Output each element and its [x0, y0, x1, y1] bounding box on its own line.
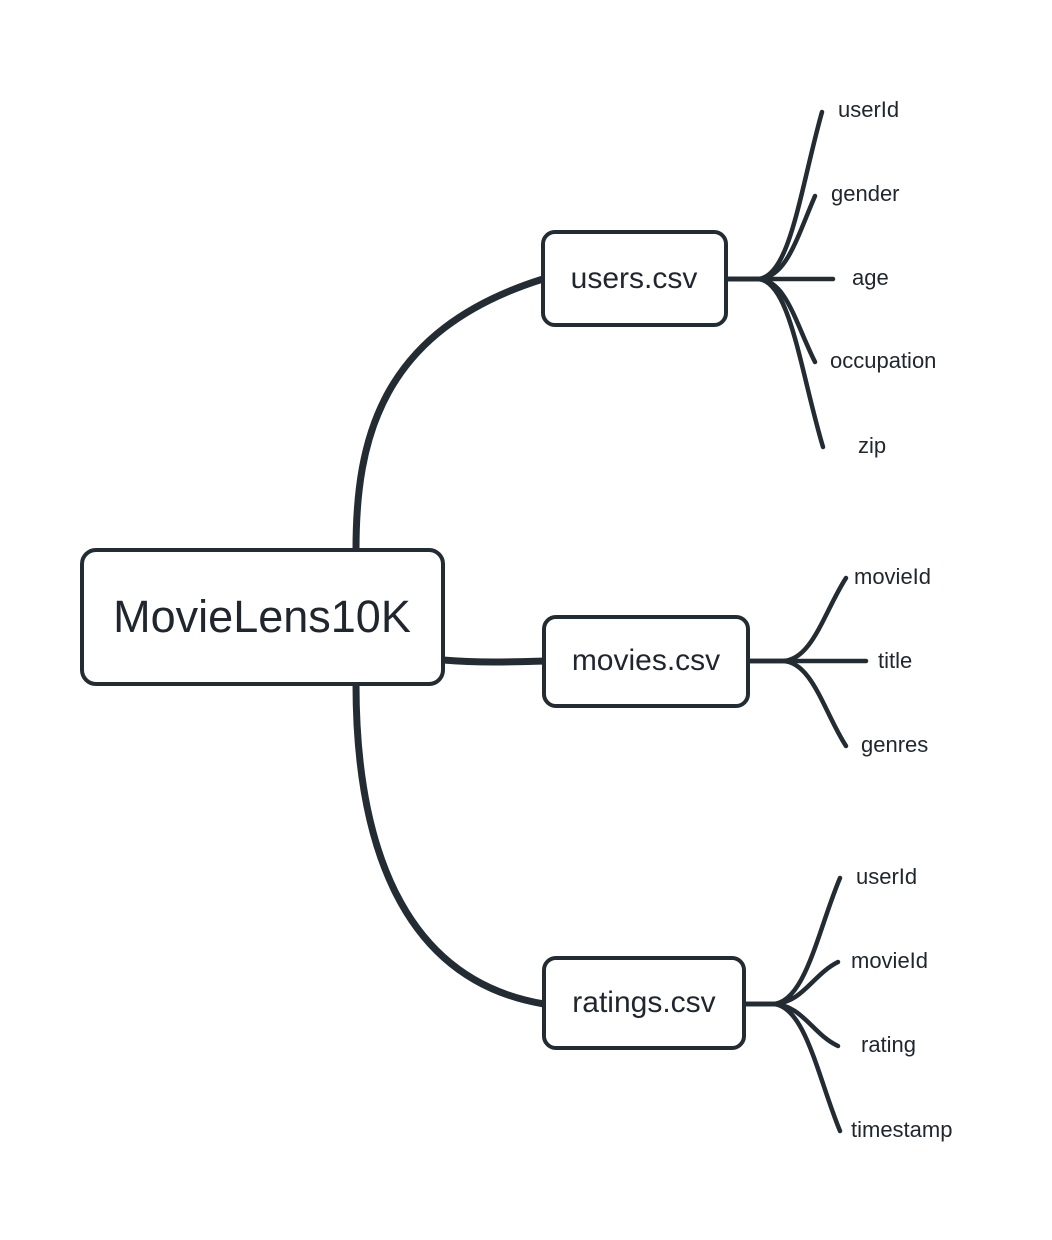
trunk-edges	[352, 275, 548, 1008]
leaf-edges-users	[723, 109, 836, 450]
leaf-label-users-userId[interactable]: userId	[838, 97, 899, 122]
leaf-label-movies-genres[interactable]: genres	[861, 732, 928, 757]
edge-ratings-timestamp	[741, 1001, 843, 1134]
node-ratings-label: ratings.csv	[572, 986, 715, 1019]
leaf-label-users-gender[interactable]: gender	[831, 181, 900, 206]
edge-ratings-rating	[741, 1001, 841, 1049]
leaf-label-users-age[interactable]: age	[852, 265, 889, 290]
edge-movies-movieId	[745, 575, 849, 664]
edge-users-occupation	[723, 276, 818, 365]
leaf-labels-movies: movieId title genres	[854, 564, 931, 757]
leaf-label-users-occupation[interactable]: occupation	[830, 348, 936, 373]
leaf-labels-ratings: userId movieId rating timestamp	[851, 864, 952, 1142]
node-root-label: MovieLens10K	[113, 591, 411, 642]
edge-root-to-users	[352, 275, 547, 554]
node-users-label: users.csv	[571, 262, 698, 295]
leaf-label-ratings-timestamp[interactable]: timestamp	[851, 1117, 952, 1142]
node-users-box[interactable]	[541, 230, 728, 327]
node-branch-ratings[interactable]: ratings.csv	[542, 956, 746, 1050]
edge-root-to-ratings	[352, 680, 548, 1008]
edge-ratings-movieId	[741, 959, 841, 1007]
leaf-edges-ratings	[741, 875, 843, 1134]
node-root-box[interactable]	[80, 548, 445, 686]
leaf-label-ratings-movieId[interactable]: movieId	[851, 948, 928, 973]
node-movies-label: movies.csv	[572, 644, 720, 677]
edge-users-zip	[723, 276, 826, 450]
node-movies-box[interactable]	[542, 615, 750, 708]
leaf-label-movies-movieId[interactable]: movieId	[854, 564, 931, 589]
node-root[interactable]: MovieLens10K	[80, 548, 445, 686]
edge-root-to-movies	[439, 656, 548, 666]
leaf-edges-movies	[745, 575, 869, 749]
leaf-label-users-zip[interactable]: zip	[858, 433, 886, 458]
leaf-label-ratings-rating[interactable]: rating	[861, 1032, 916, 1057]
node-branch-users[interactable]: users.csv	[541, 230, 728, 327]
edge-users-userId	[723, 109, 825, 282]
edge-movies-genres	[745, 658, 849, 749]
leaf-label-ratings-userId[interactable]: userId	[856, 864, 917, 889]
leaf-label-movies-title[interactable]: title	[878, 648, 912, 673]
edge-ratings-userId	[741, 875, 843, 1007]
node-ratings-box[interactable]	[542, 956, 746, 1050]
node-branch-movies[interactable]: movies.csv	[542, 615, 750, 708]
edge-users-gender	[723, 193, 818, 282]
leaf-labels-users: userId gender age occupation zip	[830, 97, 936, 458]
